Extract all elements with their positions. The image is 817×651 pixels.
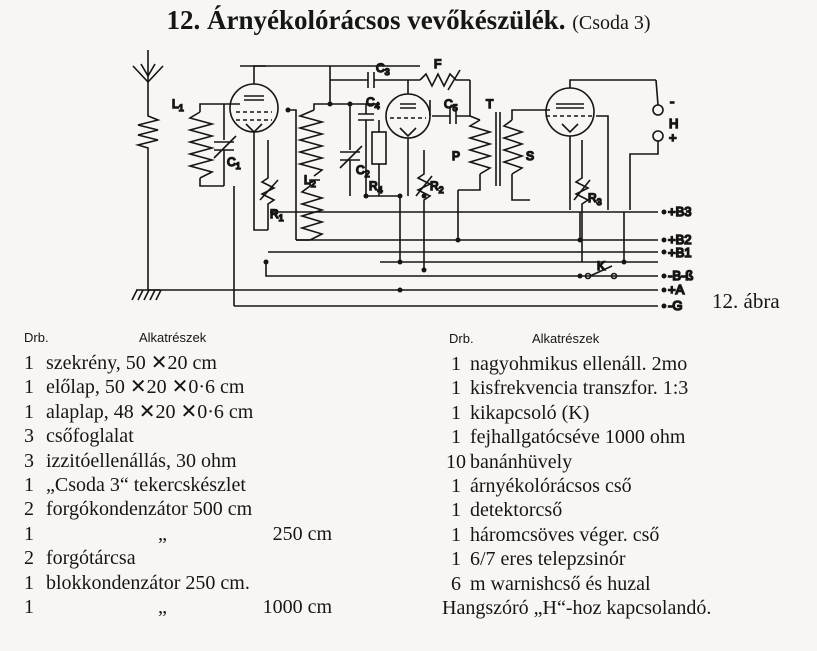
label-F: F [434,57,441,71]
tube-3-output [545,79,656,210]
label-C1: C1 [227,155,241,171]
label-C3: C3 [376,61,390,77]
label-plus: + [669,130,677,145]
label-R4: R4 [369,179,383,195]
list-item: 1„1000 cm [24,595,332,618]
terminal-B2: +B2 [668,232,692,247]
terminal-B3: +B3 [668,204,692,219]
parts-header-right: Drb. Alkatrészek [442,328,817,352]
label-L2: L2 [304,173,316,189]
feedback-coil-F [419,69,470,91]
page-title: 12. Árnyékolórácsos vevőkészülék. (Csoda… [0,4,817,39]
antenna-coil [134,110,161,152]
headphone-terminals [629,79,664,210]
header-alk-right: Alkatrészek [532,331,600,346]
circuit-schematic: L1 C1 R1 L2 C3 C4 C2 R4 R2 F C5 T P S R3… [131,50,694,314]
label-H: H [669,116,678,131]
ground-symbol [131,289,162,301]
label-T: T [486,97,494,111]
footer-note: Hangszóró „H“-hoz kapcsolandó. [442,596,712,619]
label-C5: C5 [444,97,458,113]
terminal-B1: +B1 [668,245,692,260]
terminal-A-plus: +A [668,282,685,297]
resistor-R4 [371,120,387,196]
terminal-B-minus: -B-ß [668,268,693,283]
parts-header-left: Drb. Alkatrészek [24,327,424,351]
label-R2: R2 [430,179,444,195]
label-C2: C2 [356,163,370,179]
capacitor-C3 [330,72,420,88]
switch-K [584,265,618,280]
capacitor-C1 [213,104,237,186]
label-L1: L1 [172,97,184,113]
capacitor-C5 [432,108,470,124]
label-K: K [597,259,605,273]
figure-label: 12. ábra [712,289,780,313]
coil-L1 [186,111,216,179]
header-alk: Alkatrészek [139,330,207,345]
label-R3: R3 [588,191,602,207]
title-sub: (Csoda 3) [572,12,651,34]
header-drb-right: Drb. [449,331,474,346]
resistor-R1 [259,140,279,230]
list-item: 1„250 cm [24,522,332,545]
terminal-G-minus: -G [668,298,682,313]
label-P: P [452,149,460,163]
label-C4: C4 [366,95,380,111]
label-minus: - [670,94,674,109]
header-drb: Drb. [24,330,49,345]
junction-dots [263,101,667,309]
capacitor-C4 [358,104,374,130]
antenna-symbol [132,50,164,110]
label-R1: R1 [270,207,284,223]
coil-L2 [296,109,326,177]
tube-2-detector [385,80,431,196]
label-S: S [526,149,534,163]
transformer-T [458,109,550,201]
title-main: 12. Árnyékolórácsos vevőkészülék. [166,5,566,35]
capacitor-C2 [339,104,363,196]
resistor-R3 [573,140,591,262]
resistor-R2 [415,150,433,228]
list-item: 1„Csoda 3“ tekercskészlet [24,473,246,496]
